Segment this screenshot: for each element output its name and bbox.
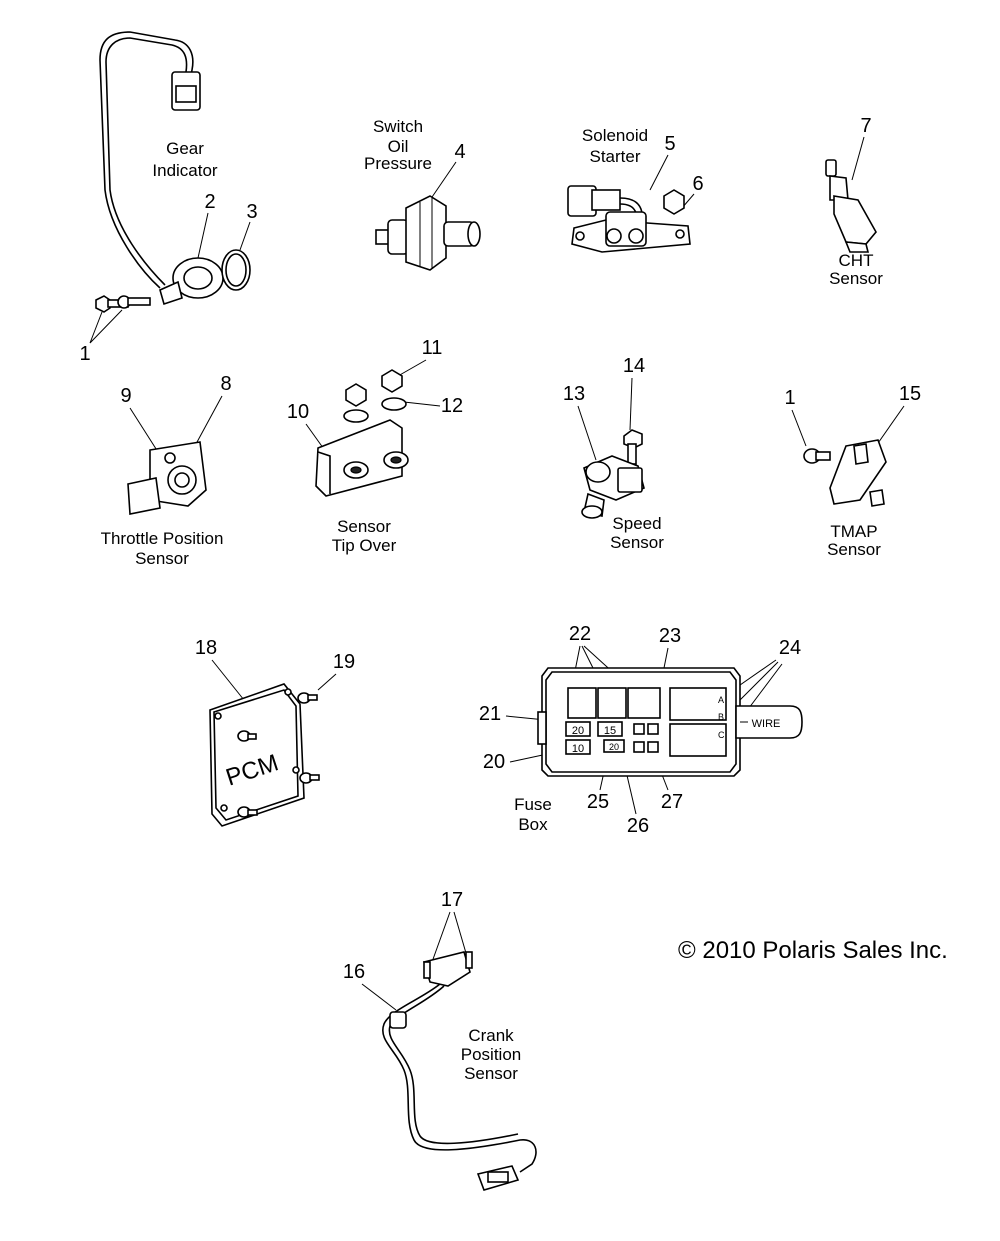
relay-1 [567,687,597,719]
callout-14: 14 [623,355,645,377]
speed-sensor [581,429,645,519]
crank-wire-grommet [389,1011,407,1029]
switch-label-2: Oil [388,137,409,156]
throttle-position-sensor [127,441,207,515]
svg-text:10: 10 [572,743,584,755]
callout-27: 27 [661,791,683,813]
gear-indicator-assembly [95,31,251,313]
tip-over-label-1: Sensor [337,517,391,536]
cht-sensor [825,159,877,253]
svg-text:A: A [718,695,724,705]
crank-position-sensor [382,951,537,1191]
cht-label-1: CHT [839,251,874,270]
callout-9: 9 [120,385,131,407]
pcm-screw-1 [237,730,257,742]
tip-over-label-2: Tip Over [332,536,397,555]
callout-19: 19 [333,651,355,673]
switch-label-3: Pressure [364,154,432,173]
callout-11: 11 [422,337,443,359]
fuse-20b [603,739,625,753]
pcm-screw-3 [299,772,320,784]
relay-2 [597,687,627,719]
speed-label-2: Sensor [610,533,664,552]
pcm-module: PCM [209,683,320,827]
tps-label-1: Throttle Position [101,529,224,548]
oil-pressure-switch [375,195,481,271]
relay-c [669,723,727,757]
tmap-label-2: Sensor [827,540,881,559]
callout-15: 15 [899,383,921,405]
callout-10: 10 [287,401,309,423]
callout-23: 23 [659,625,681,647]
fuse-20a [565,721,591,737]
crank-label-2: Position [461,1045,521,1064]
speed-label-1: Speed [612,514,661,533]
gear-indicator-wire [99,31,194,289]
svg-text:15: 15 [604,725,616,737]
solenoid-label-2: Starter [589,147,640,166]
callout-24: 24 [779,637,801,659]
callout-16: 16 [343,961,365,983]
callout-22: 22 [569,623,591,645]
fuse-box-label-2: Box [518,815,548,834]
solenoid-label-1: Solenoid [582,126,648,145]
svg-text:B: B [718,712,724,722]
tmap-sensor [803,439,887,507]
pcm-screw-4 [237,806,258,818]
fuse-10 [565,739,591,755]
gear-indicator-label-2: Indicator [152,161,218,180]
wire-tab [735,705,803,739]
callout-1b: 1 [784,387,795,409]
pcm-screw-2 [297,692,318,704]
fuse-box: WIRE A B C 20 15 10 20 [537,667,803,777]
gear-indicator-label-1: Gear [166,139,204,158]
gear-indicator-screw-2 [117,295,151,309]
callout-20: 20 [483,751,505,773]
fuse-15 [597,721,623,737]
callout-6: 6 [692,173,703,195]
callout-3: 3 [246,201,257,223]
callout-5: 5 [664,133,675,155]
tip-over-sensor [315,369,409,497]
callout-4: 4 [454,141,465,163]
crank-label-1: Crank [468,1026,514,1045]
callout-8: 8 [220,373,231,395]
starter-solenoid [567,185,691,253]
fuse-box-label-1: Fuse [514,795,552,814]
wire-marking: WIRE [752,718,781,730]
callout-25: 25 [587,791,609,813]
relay-3 [627,687,661,719]
callout-26: 26 [627,815,649,837]
copyright-text: © 2010 Polaris Sales Inc. [678,937,948,964]
relay-a [669,687,727,721]
callout-21: 21 [479,703,501,725]
tps-label-2: Sensor [135,549,189,568]
svg-text:20: 20 [572,725,584,737]
cht-label-2: Sensor [829,269,883,288]
callout-13: 13 [563,383,585,405]
callout-12: 12 [441,395,463,417]
callout-7: 7 [860,115,871,137]
tmap-label-1: TMAP [830,522,877,541]
callout-17: 17 [441,889,463,911]
callout-1a: 1 [79,343,90,365]
svg-text:C: C [718,730,725,740]
svg-text:20: 20 [609,742,619,752]
callout-18: 18 [195,637,217,659]
crank-label-3: Sensor [464,1064,518,1083]
switch-label-1: Switch [373,117,423,136]
callout-2: 2 [204,191,215,213]
